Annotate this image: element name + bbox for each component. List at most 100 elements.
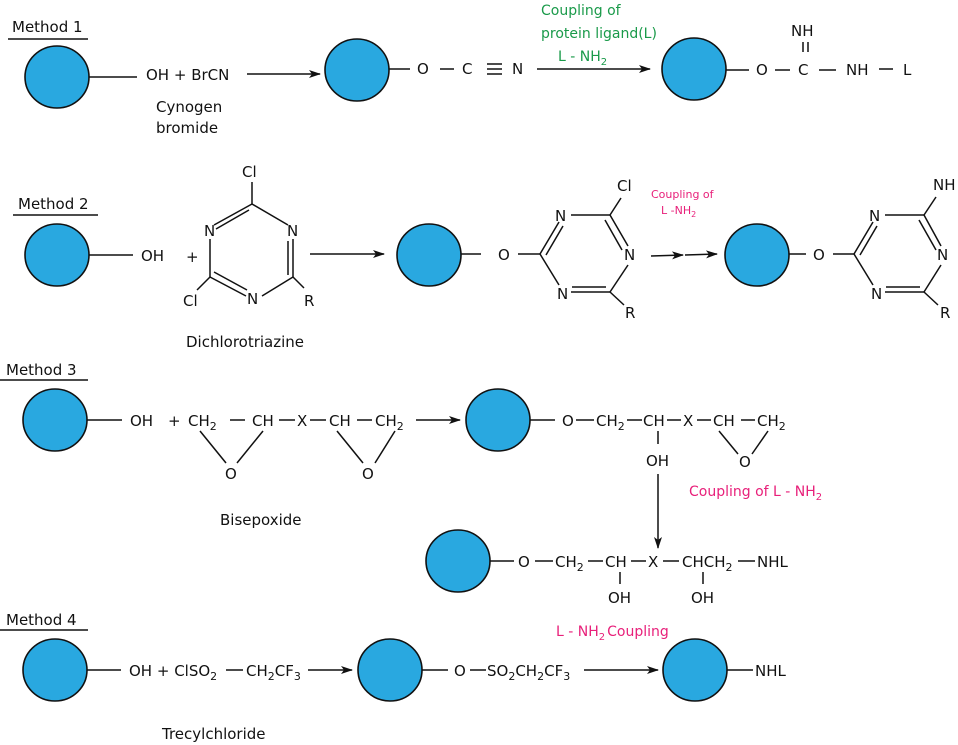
method-2-heading: Method 2 [18, 195, 89, 213]
reagent-name: Bisepoxide [220, 511, 302, 529]
atom-n: N [937, 246, 948, 264]
epoxide-o: O [225, 465, 237, 483]
epoxy-intermediate: O CH2 CH X CH CH2 OH O [562, 412, 786, 471]
coupling-note-line1: Coupling of [541, 3, 622, 19]
atom-n: N [204, 222, 215, 240]
ch2-group: CH2 [375, 412, 404, 433]
reactant-oh: OH [141, 247, 164, 265]
atom-cl: Cl [183, 292, 198, 310]
atom-o: O [813, 246, 825, 264]
reactant-label: OH + BrCN [146, 66, 229, 84]
atom-c: C [798, 61, 808, 79]
epoxide-o: O [362, 465, 374, 483]
plus-sign: + [168, 412, 181, 430]
atom-n: N [871, 285, 882, 303]
coupling-note: Coupling of L - NH2 [689, 484, 822, 503]
atom-n: N [247, 290, 258, 308]
reagent-name-line1: Cynogen [156, 98, 222, 116]
support-bead [661, 37, 727, 101]
coupling-note-line2: L -NH2 [661, 204, 696, 219]
ch-group: CH [713, 412, 735, 430]
amino-nh: NH [933, 176, 956, 194]
atom-o: O [498, 246, 510, 264]
reagent-name-line2: bromide [156, 119, 218, 137]
atom-o: O [562, 412, 574, 430]
plus-sign: + [186, 248, 199, 266]
atom-o: O [454, 662, 466, 680]
support-bead [396, 223, 462, 287]
tresyl-group: SO2CH2CF3 [487, 662, 570, 683]
ch2-group: CH2 [555, 553, 584, 574]
support-bead [465, 388, 531, 452]
atom-r: R [940, 304, 950, 322]
chch2-group: CHCH2 [682, 553, 733, 574]
support-bead [324, 38, 390, 102]
atom-n: N [287, 222, 298, 240]
method-4: Method 4 OH + ClSO2 CH2CF3 Trecylchlorid… [0, 611, 787, 743]
reactant-formula: OH + ClSO2 [129, 662, 217, 683]
support-bead [662, 638, 728, 702]
x-linker: X [648, 553, 658, 571]
double-bond [802, 42, 809, 52]
coupling-note-line2: protein ligand(L) [541, 26, 657, 42]
support-bead [724, 223, 790, 287]
coupling-note-line3: L - NH2 [558, 49, 607, 68]
coupling-arrow-step1 [650, 251, 684, 260]
atom-o: O [518, 553, 530, 571]
hydroxyl-oh: OH [691, 589, 714, 607]
atom-n: N [557, 285, 568, 303]
bisepoxide-structure: CH2 CH X CH CH2 O O [188, 412, 404, 483]
atom-cl: Cl [242, 163, 257, 181]
method-3: Method 3 OH + CH2 CH X CH CH2 O O Bisepo… [0, 361, 822, 607]
support-bead [24, 45, 90, 109]
atom-r: R [625, 304, 635, 322]
ch2-group: CH2 [596, 412, 625, 433]
epoxide-o: O [739, 453, 751, 471]
x-linker: X [683, 412, 693, 430]
ch2-group: CH2 [757, 412, 786, 433]
reagent-name: Trecylchloride [161, 725, 266, 743]
ligand-l: L [903, 61, 912, 79]
triazine-intermediate: O N Cl N N R [498, 177, 635, 322]
ch-group: CH [252, 412, 274, 430]
atom-o: O [756, 61, 768, 79]
atom-cl: Cl [617, 177, 632, 195]
triazine-product: O N NH N N R [813, 176, 956, 322]
atom-n: N [555, 207, 566, 225]
triple-bond [487, 63, 502, 75]
support-bead [357, 638, 423, 702]
dichlorotriazine-structure: Cl N N N Cl R [183, 163, 314, 310]
reagent-name: Dichlorotriazine [186, 333, 304, 351]
atom-n: N [869, 207, 880, 225]
atom-n: N [512, 60, 523, 78]
ch-group: CH [605, 553, 627, 571]
method-1: Method 1 OH + BrCN Cynogen bromide O C N… [8, 3, 912, 137]
imino-nh: NH [791, 22, 814, 40]
method-4-heading: Method 4 [6, 611, 77, 629]
support-bead [24, 223, 90, 287]
ch-group: CH [329, 412, 351, 430]
method-3-heading: Method 3 [6, 361, 77, 379]
support-bead [425, 529, 491, 593]
atom-c: C [462, 60, 472, 78]
x-linker: X [297, 412, 307, 430]
atom-nh: NH [846, 61, 869, 79]
ch-group: CH [643, 412, 665, 430]
support-bead [22, 638, 88, 702]
hydroxyl-oh: OH [608, 589, 631, 607]
ch2cf3-group: CH2CF3 [246, 662, 301, 683]
atom-r: R [304, 292, 314, 310]
hydroxyl-oh: OH [646, 452, 669, 470]
atom-n: N [624, 246, 635, 264]
method-2: Method 2 OH + Cl N N N Cl R Dichlorot [13, 163, 956, 351]
nhl-group: NHL [755, 662, 787, 680]
method-1-heading: Method 1 [12, 18, 83, 36]
nhl-group: NHL [757, 553, 789, 571]
ch2-group: CH2 [188, 412, 217, 433]
reactant-oh: OH [130, 412, 153, 430]
atom-o: O [417, 60, 429, 78]
coupling-arrow-step2 [684, 250, 718, 259]
coupling-note-line1: Coupling of [651, 188, 715, 201]
